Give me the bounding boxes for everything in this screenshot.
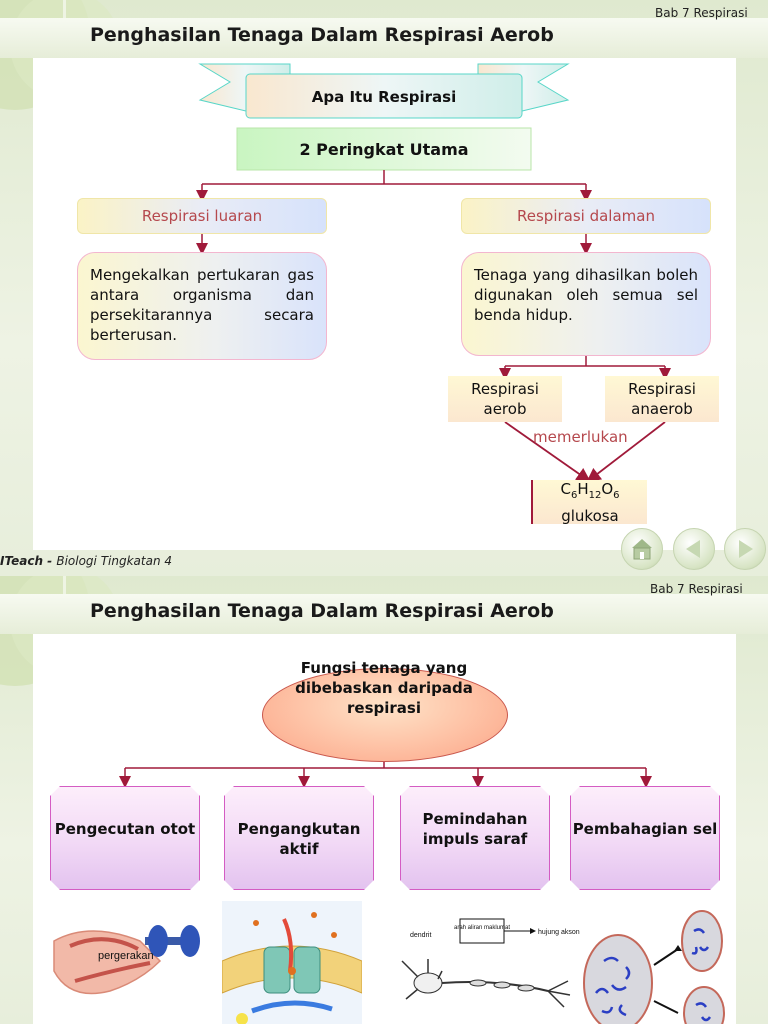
anaerobic-line2: anaerob	[631, 400, 693, 418]
chapter-label: Bab 7 Respirasi	[650, 582, 743, 596]
aerobic-line2: aerob	[483, 400, 527, 418]
cell-division-illustration	[582, 901, 732, 1024]
glucose-box: C6H12O6 glukosa	[531, 479, 647, 525]
external-respiration-label: Respirasi luaran	[77, 198, 327, 234]
footer: ITeach - Biologi Tingkatan 4	[0, 554, 172, 568]
glucose-name: glukosa	[561, 506, 619, 525]
aerobic-line1: Respirasi	[471, 380, 539, 398]
energy-function-title: Fungsi tenaga yang dibebaskan daripada r…	[295, 659, 473, 717]
chapter-label: Bab 7 Respirasi	[655, 6, 748, 20]
diagram-connectors	[196, 63, 671, 483]
banner-what-is-respiration: Apa Itu Respirasi	[311, 88, 457, 106]
slide-2: Bab 7 Respirasi Penghasilan Tenaga Dalam…	[0, 576, 768, 1024]
function-cell-division: Pembahagian sel	[570, 786, 720, 890]
membrane-illustration	[222, 901, 362, 1024]
flow-label: arah aliran maklumat	[454, 925, 510, 931]
external-respiration-text: Mengekalkan pertukaran gas antara organi…	[77, 252, 327, 360]
movement-label: pergerakan	[98, 950, 154, 962]
arrow-left-icon	[686, 540, 700, 558]
neuron-image: dendrit arah aliran maklumat hujung akso…	[398, 901, 584, 1024]
dendrite-label: dendrit	[410, 932, 431, 939]
axon-end-label: hujung akson	[538, 929, 580, 936]
function-muscle-contraction: Pengecutan otot	[50, 786, 200, 890]
function-connectors	[119, 760, 652, 788]
next-button[interactable]	[724, 528, 766, 570]
anaerobic-line1: Respirasi	[628, 380, 696, 398]
requires-label: memerlukan	[533, 428, 628, 446]
formula-h: H	[577, 479, 589, 498]
formula-o-count: 6	[613, 489, 620, 501]
formula-c: C	[560, 479, 571, 498]
internal-respiration-text: Tenaga yang dihasilkan boleh digunakan o…	[461, 252, 711, 356]
formula-c-count: 6	[570, 489, 578, 501]
neuron-illustration: dendrit arah aliran maklumat hujung akso…	[398, 901, 584, 1024]
slide-title: Penghasilan Tenaga Dalam Respirasi Aerob	[90, 600, 554, 622]
cell-division-image	[583, 910, 725, 1024]
function-nerve-impulse: Pemindahan impuls saraf	[400, 786, 550, 890]
glucose-formula: C6H12O6	[560, 479, 619, 506]
arrow-right-icon	[739, 540, 753, 558]
footer-subject: Biologi Tingkatan 4	[56, 554, 172, 568]
muscle-illustration: pergerakan	[50, 901, 210, 1024]
previous-button[interactable]	[673, 528, 715, 570]
slide-1: Bab 7 Respirasi Penghasilan Tenaga Dalam…	[0, 0, 768, 576]
formula-o: O	[601, 479, 614, 498]
slide-title: Penghasilan Tenaga Dalam Respirasi Aerob	[90, 24, 554, 46]
internal-respiration-label: Respirasi dalaman	[461, 198, 711, 234]
formula-h-count: 12	[588, 489, 602, 501]
membrane-transport-image	[222, 901, 362, 1024]
anaerobic-respiration-box: Respirasi anaerob	[605, 376, 719, 422]
function-active-transport: Pengangkutan aktif	[224, 786, 374, 890]
footer-brand: ITeach -	[0, 554, 57, 568]
arm-dumbbell-image: pergerakan	[53, 925, 200, 995]
home-icon	[632, 539, 652, 560]
aerobic-respiration-box: Respirasi aerob	[448, 376, 562, 422]
energy-function-ellipse	[262, 668, 508, 762]
title-bar	[0, 594, 768, 634]
stages-title: 2 Peringkat Utama	[299, 139, 469, 159]
title-bar	[0, 18, 768, 58]
home-button[interactable]	[621, 528, 663, 570]
